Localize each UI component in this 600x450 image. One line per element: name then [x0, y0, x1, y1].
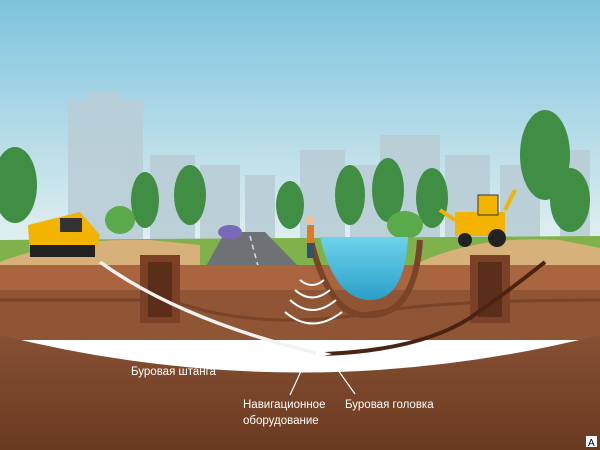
water-body: [320, 237, 408, 300]
worker: [306, 216, 314, 258]
backhoe-loader: [438, 189, 517, 247]
drill-head-leader: [327, 355, 356, 395]
drill-head: [316, 350, 332, 358]
svg-text:A: A: [588, 438, 595, 449]
drilling-rig: [28, 212, 100, 257]
label-drill-head: Буровая головка: [345, 399, 434, 411]
sand-patch-right: [420, 239, 600, 268]
watermark-logo: A: [586, 436, 597, 449]
trees: [0, 110, 590, 239]
drill-rod-leader: [179, 342, 206, 363]
road: [205, 232, 300, 268]
navigation-signal-waves: [284, 279, 343, 325]
drill-rod: [98, 260, 321, 356]
deep-soil-layer: [0, 335, 600, 450]
navigation-leader: [289, 355, 309, 396]
label-drill-rod: Буровая штанга: [131, 366, 217, 378]
pipeline: [324, 260, 547, 356]
car: [218, 225, 242, 239]
label-navigation-line2: оборудование: [243, 415, 319, 427]
label-navigation-line1: Навигационное: [243, 399, 325, 411]
